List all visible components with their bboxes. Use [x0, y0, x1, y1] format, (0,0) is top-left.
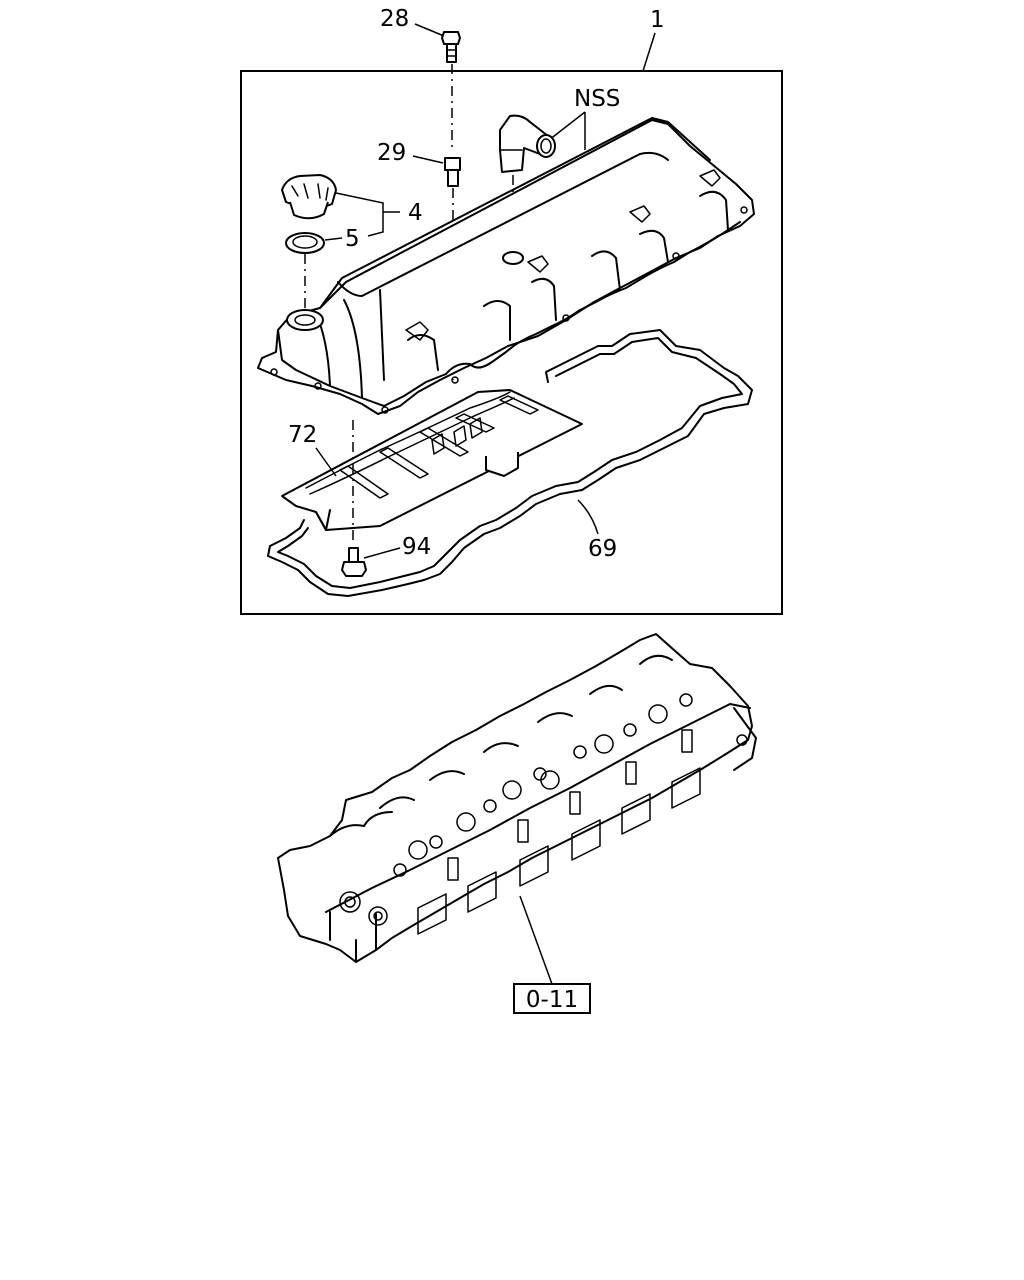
leader-94	[363, 547, 401, 559]
oil-baffle-plate	[281, 389, 583, 531]
leader-28	[414, 23, 445, 37]
callout-94: 94	[402, 534, 431, 560]
cylinder-head	[277, 633, 757, 963]
bolt-29	[444, 157, 461, 187]
reference-label: 0-11	[526, 987, 578, 1013]
head-cover-gasket	[267, 329, 753, 597]
reference-box-0-11[interactable]: 0-11	[513, 983, 591, 1014]
leader-0-11	[519, 895, 553, 985]
bolt-94	[341, 547, 367, 577]
oil-filler-cap	[281, 174, 337, 220]
pcv-elbow-fitting	[499, 114, 556, 173]
leader-29	[412, 155, 444, 164]
oil-cap-seal	[285, 232, 325, 254]
cylinder-head-cover	[257, 117, 755, 415]
callout-29: 29	[377, 140, 406, 166]
callout-4: 4	[408, 200, 423, 226]
bolt-28	[441, 31, 461, 63]
leader-4	[335, 192, 400, 237]
leader-nss	[548, 111, 586, 150]
callout-5: 5	[345, 226, 360, 252]
leader-5	[324, 237, 343, 241]
leader-72	[315, 447, 337, 477]
callout-1: 1	[650, 7, 665, 33]
callout-69: 69	[588, 536, 617, 562]
leader-1	[642, 32, 656, 72]
callout-nss: NSS	[574, 86, 620, 112]
callout-72: 72	[288, 422, 317, 448]
callout-28: 28	[380, 6, 409, 32]
leader-69	[577, 499, 599, 535]
assembly-frame	[240, 70, 783, 615]
